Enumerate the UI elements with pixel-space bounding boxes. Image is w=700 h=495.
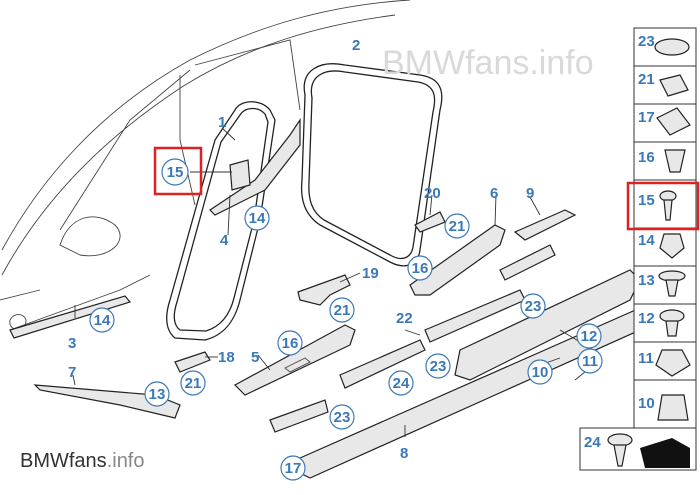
circled-callout-21c: 21 <box>180 370 206 396</box>
svg-text:23: 23 <box>430 358 447 375</box>
legend-label-15: 15 <box>638 192 655 209</box>
svg-text:24: 24 <box>393 375 410 392</box>
clip-nut-icon <box>659 74 689 97</box>
circled-callout-11: 11 <box>577 348 603 374</box>
fastener-legend: 23 21 17 16 15 14 13 12 11 10 24 <box>579 27 700 471</box>
legend-label-11: 11 <box>638 350 654 367</box>
svg-text:16: 16 <box>412 260 429 277</box>
callout-19: 19 <box>362 265 379 282</box>
svg-text:10: 10 <box>532 364 549 381</box>
part-20-clip <box>414 211 446 233</box>
svg-text:13: 13 <box>149 386 166 403</box>
circled-callout-10: 10 <box>527 359 553 385</box>
legend-label-10: 10 <box>638 395 655 412</box>
legend-highlight-15 <box>626 181 700 231</box>
svg-text:21: 21 <box>449 218 466 235</box>
pin-clip-icon <box>659 190 677 221</box>
part-1-pillar-seal <box>166 101 276 341</box>
callout-22: 22 <box>396 310 413 327</box>
brand-logo: BMWfans.info <box>20 450 145 473</box>
part-9-grid-part <box>513 209 577 241</box>
svg-text:16: 16 <box>282 335 299 352</box>
circled-callout-14b: 14 <box>89 307 115 333</box>
callout-4: 4 <box>220 232 229 249</box>
svg-text:14: 14 <box>249 210 266 227</box>
push-clip-icon <box>664 149 686 173</box>
svg-text:21: 21 <box>334 302 351 319</box>
circled-callout-16a: 16 <box>407 255 433 281</box>
part-24-bracket <box>339 339 426 389</box>
legend-label-13: 13 <box>638 272 655 289</box>
foam-pad-icon <box>640 438 690 468</box>
circled-callout-14a: 14 <box>244 205 270 231</box>
leader-lines <box>72 127 601 437</box>
brand-main: BMWfans <box>20 450 107 472</box>
callout-6: 6 <box>490 185 498 202</box>
callout-18: 18 <box>218 349 235 366</box>
circled-callout-15: 15 <box>161 158 189 186</box>
part-10-rocker-panel <box>454 269 641 381</box>
highlight-box-15 <box>153 146 203 196</box>
svg-text:12: 12 <box>581 328 598 345</box>
spring-nut-icon <box>659 233 685 259</box>
part-2-door-seal <box>300 63 443 267</box>
fir-tree-clip-icon <box>607 433 633 467</box>
part-18-cover <box>174 351 211 373</box>
star-clip-icon <box>655 349 691 377</box>
part-4-trim <box>209 118 301 216</box>
legend-label-17: 17 <box>638 109 655 126</box>
svg-text:14: 14 <box>94 312 111 329</box>
svg-text:23: 23 <box>525 298 542 315</box>
callout-2: 2 <box>352 37 360 54</box>
callout-8: 8 <box>400 445 408 462</box>
rivet-clip-icon <box>658 270 686 297</box>
legend-label-14: 14 <box>638 232 655 249</box>
part-5-sill-plate <box>234 324 356 396</box>
part-3-sill-strip <box>9 295 132 339</box>
svg-text:17: 17 <box>285 460 302 477</box>
circled-callout-16b: 16 <box>277 330 303 356</box>
circled-callout-24: 24 <box>388 370 414 396</box>
car-body-outline <box>0 0 411 331</box>
svg-text:21: 21 <box>185 375 202 392</box>
callout-3: 3 <box>68 335 76 352</box>
watermark: BMWfans.info <box>382 44 594 82</box>
legend-label-21: 21 <box>638 71 655 88</box>
circled-callout-21b: 21 <box>329 297 355 323</box>
legend-label-24: 24 <box>584 434 601 451</box>
circled-callout-21a: 21 <box>444 213 470 239</box>
svg-text:23: 23 <box>334 409 351 426</box>
legend-label-16: 16 <box>638 149 655 166</box>
circled-callout-23c: 23 <box>329 404 355 430</box>
expansion-rivet-icon <box>659 309 685 337</box>
part-4-bracket <box>229 159 251 191</box>
grommet-icon <box>654 38 690 56</box>
svg-text:11: 11 <box>582 353 598 370</box>
circled-callout-12: 12 <box>576 323 602 349</box>
brand-suffix: .info <box>106 450 145 472</box>
circled-callout-17: 17 <box>280 455 306 481</box>
callout-20: 20 <box>424 185 441 202</box>
circled-callout-23a: 23 <box>520 293 546 319</box>
part-19-bracket <box>297 274 351 306</box>
svg-text:15: 15 <box>167 164 184 181</box>
u-clip-icon <box>656 107 691 136</box>
legend-label-23: 23 <box>638 33 655 50</box>
expansion-nut-icon <box>657 394 689 421</box>
legend-label-12: 12 <box>638 310 655 327</box>
callout-9: 9 <box>526 185 534 202</box>
callout-1: 1 <box>218 114 226 131</box>
callout-5: 5 <box>251 349 259 366</box>
circled-callout-13: 13 <box>144 381 170 407</box>
circled-callout-23b: 23 <box>425 353 451 379</box>
callout-7: 7 <box>68 364 76 381</box>
